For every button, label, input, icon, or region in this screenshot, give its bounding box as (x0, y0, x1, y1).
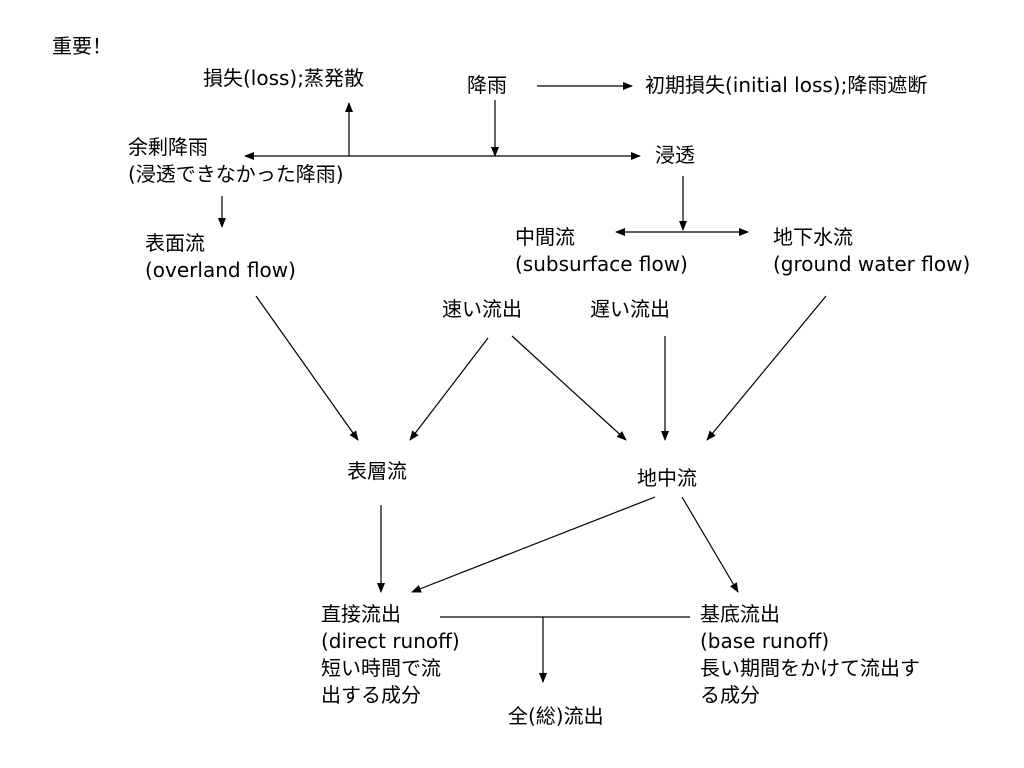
direct-runoff-en: (direct runoff) (321, 629, 460, 653)
base-runoff-desc-1: 長い期間をかけて流出す (700, 656, 920, 680)
arrow-surface-to-surface-layer (255, 295, 359, 441)
groundwater-flow-en: (ground water flow) (773, 252, 971, 276)
surface-flow-en: (overland flow) (145, 258, 296, 282)
arrow-fast-to-surface-layer (409, 337, 489, 441)
node-infiltration: 浸透 (655, 143, 695, 167)
arrow-groundwater-to-subsurface (706, 295, 827, 441)
node-base-runoff: 基底流出 (base runoff) 長い期間をかけて流出す る成分 (700, 601, 920, 709)
arrow-subsurface-to-direct (411, 496, 656, 593)
node-loss: 損失(loss);蒸発散 (203, 66, 364, 90)
node-subsurface-total-flow: 地中流 (637, 466, 697, 490)
node-surface-flow: 表面流 (overland flow) (145, 230, 296, 284)
node-rainfall: 降雨 (467, 73, 507, 97)
node-excess-rain: 余剰降雨 (浸透できなかった降雨) (128, 134, 344, 188)
direct-runoff-desc-1: 短い時間で流 (321, 656, 441, 680)
base-runoff-en: (base runoff) (700, 629, 830, 653)
direct-runoff-title: 直接流出 (321, 602, 401, 626)
base-runoff-desc-2: る成分 (700, 683, 760, 707)
base-runoff-title: 基底流出 (700, 602, 780, 626)
node-slow-runoff: 遅い流出 (590, 297, 670, 321)
node-initial-loss: 初期損失(initial loss);降雨遮断 (645, 73, 928, 97)
node-interflow: 中間流 (subsurface flow) (515, 224, 688, 278)
node-direct-runoff: 直接流出 (direct runoff) 短い時間で流 出する成分 (321, 601, 460, 709)
node-fast-runoff: 速い流出 (442, 297, 522, 321)
excess-rain-note: (浸透できなかった降雨) (128, 162, 344, 186)
interflow-en: (subsurface flow) (515, 252, 688, 276)
node-groundwater-flow: 地下水流 (ground water flow) (773, 224, 970, 278)
direct-runoff-desc-2: 出する成分 (321, 683, 421, 707)
groundwater-flow-title: 地下水流 (773, 225, 853, 249)
node-total-runoff: 全(総)流出 (508, 704, 604, 728)
arrow-subsurface-to-base (681, 496, 739, 593)
page-title: 重要！ (52, 34, 112, 58)
arrow-fast-to-subsurface (511, 335, 627, 441)
node-surface-layer-flow: 表層流 (347, 459, 407, 483)
surface-flow-title: 表面流 (145, 231, 205, 255)
excess-rain-title: 余剰降雨 (128, 135, 208, 159)
interflow-title: 中間流 (515, 225, 575, 249)
